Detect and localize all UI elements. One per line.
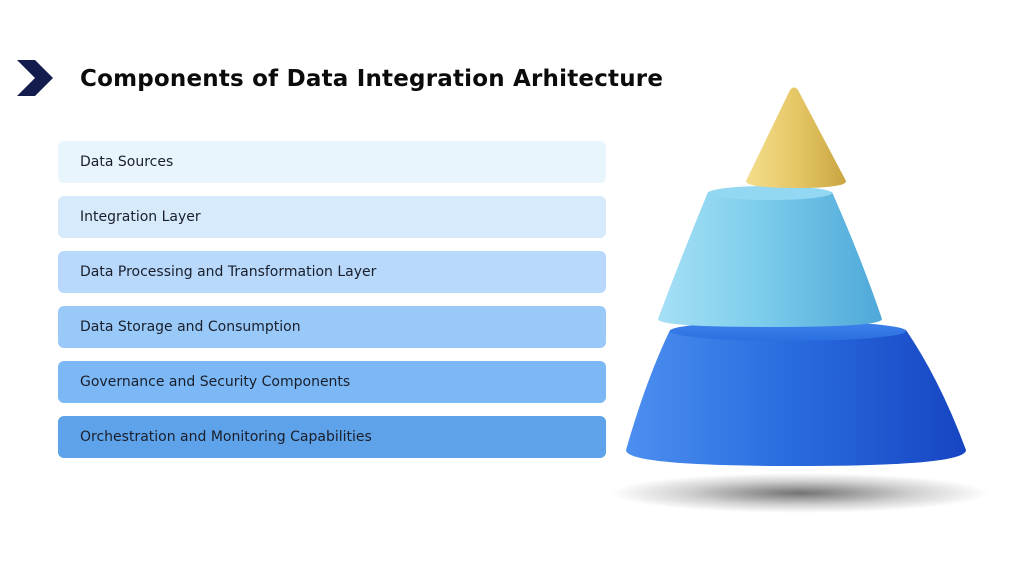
- pyramid-shadow: [610, 473, 990, 513]
- list-item-label: Integration Layer: [80, 209, 201, 225]
- list-item-orchestration-monitoring: Orchestration and Monitoring Capabilitie…: [58, 416, 606, 458]
- pyramid-bottom-tier: [626, 330, 966, 466]
- list-item-label: Orchestration and Monitoring Capabilitie…: [80, 429, 372, 445]
- list-item-label: Data Sources: [80, 154, 174, 170]
- components-list: Data Sources Integration Layer Data Proc…: [58, 141, 606, 471]
- list-item-data-sources: Data Sources: [58, 141, 606, 183]
- list-item-label: Data Storage and Consumption: [80, 319, 301, 335]
- list-item-storage-consumption: Data Storage and Consumption: [58, 306, 606, 348]
- pyramid-top-tier: [746, 87, 846, 188]
- list-item-processing-layer: Data Processing and Transformation Layer: [58, 251, 606, 293]
- list-item-label: Data Processing and Transformation Layer: [80, 264, 377, 280]
- page-title: Components of Data Integration Arhitectu…: [80, 66, 664, 92]
- pyramid-illustration: [610, 87, 990, 513]
- list-item-label: Governance and Security Components: [80, 374, 351, 390]
- list-item-governance-security: Governance and Security Components: [58, 361, 606, 403]
- pyramid-middle-tier: [658, 192, 882, 327]
- list-item-integration-layer: Integration Layer: [58, 196, 606, 238]
- chevron-right-icon: [17, 60, 53, 96]
